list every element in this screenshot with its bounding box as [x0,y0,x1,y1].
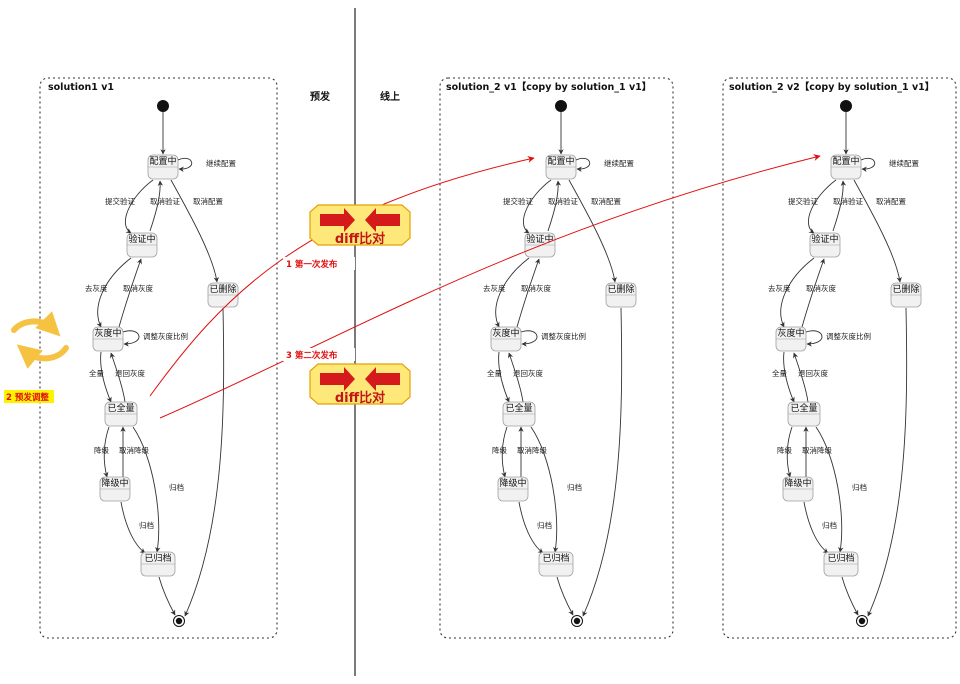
label-downgrade: 降级 [94,445,109,455]
label-adjust-gray-ratio: 调整灰度比例 [541,331,586,341]
state-archived: 已归档 [542,552,569,564]
label-continue-config: 继续配置 [889,158,919,168]
label-archive-from-full: 归档 [852,482,867,492]
second-release-arrow [159,154,821,419]
frame-solution2-v2: solution_2 v2【copy by solution_1 v1】 [722,77,957,639]
state-archived: 已归档 [144,552,171,564]
diff-compare-badge-1: diff比对 [309,204,411,247]
state-machine-solution2-v1: 配置中 验证中 已删除 灰度中 已全量 降级中 已归档 继续配置 提交验证 取消… [483,100,636,627]
state-downgrading: 降级中 [101,477,128,489]
label-to-gray: 去灰度 [85,283,108,293]
label-full: 全量 [487,368,502,378]
state-gray: 灰度中 [777,327,804,339]
cycle-icon [11,311,69,369]
second-release-label: 3 第二次发布 [286,350,338,361]
first-release-arrow [149,155,535,397]
label-downgrade: 降级 [777,445,792,455]
state-gray: 灰度中 [94,327,121,339]
state-configuring: 配置中 [149,155,176,167]
label-cancel-downgrade: 取消降级 [517,445,547,455]
diff-compare-badge-2: diff比对 [309,363,411,406]
state-downgrading: 降级中 [784,477,811,489]
label-rollback-gray: 退回灰度 [115,368,145,378]
label-cancel-verify: 取消验证 [150,196,180,206]
state-deleted: 已删除 [607,283,634,295]
arrow-right-icon [320,367,355,391]
state-configuring: 配置中 [832,155,859,167]
state-full: 已全量 [107,402,134,414]
label-to-gray: 去灰度 [768,283,791,293]
label-rollback-gray: 退回灰度 [513,368,543,378]
label-cancel-config: 取消配置 [591,196,621,206]
frame-solution2-v1: solution_2 v1【copy by solution_1 v1】 [439,77,674,639]
label-cancel-gray: 取消灰度 [521,283,551,293]
state-verifying: 验证中 [526,233,553,245]
label-cancel-downgrade: 取消降级 [119,445,149,455]
release-1-label-bg [283,257,355,270]
diff-label: diff比对 [335,390,385,406]
label-submit-verify: 提交验证 [788,196,818,206]
pre-adjust-label: 2 预发调整 [6,392,49,403]
label-archive-from-full: 归档 [567,482,582,492]
label-adjust-gray-ratio: 调整灰度比例 [143,331,188,341]
frame-title: solution_2 v2【copy by solution_1 v1】 [729,81,934,93]
state-machine-solution2-v2: 配置中 验证中 已删除 灰度中 已全量 降级中 已归档 继续配置 提交验证 取消… [768,100,921,627]
state-archived: 已归档 [827,552,854,564]
label-cancel-gray: 取消灰度 [806,283,836,293]
arrow-right-icon [320,208,355,232]
state-deleted: 已删除 [209,283,236,295]
state-verifying: 验证中 [128,233,155,245]
label-archive-from-downgrading: 归档 [822,520,837,530]
label-cancel-config: 取消配置 [193,196,223,206]
state-deleted: 已删除 [892,283,919,295]
label-downgrade: 降级 [492,445,507,455]
label-submit-verify: 提交验证 [503,196,533,206]
label-cancel-verify: 取消验证 [833,196,863,206]
label-continue-config: 继续配置 [604,158,634,168]
state-machine-solution1-v1: 配置中 验证中 已删除 灰度中 已全量 降级中 已归档 继续配置 提交验证 取消… [85,100,238,627]
state-downgrading: 降级中 [499,477,526,489]
label-to-gray: 去灰度 [483,283,506,293]
state-verifying: 验证中 [811,233,838,245]
frame-title: solution1 v1 [48,82,114,93]
arrow-left-icon [365,208,400,232]
label-continue-config: 继续配置 [206,158,236,168]
first-release-label: 1 第一次发布 [286,259,338,270]
label-cancel-downgrade: 取消降级 [802,445,832,455]
state-configuring: 配置中 [547,155,574,167]
frame-title: solution_2 v1【copy by solution_1 v1】 [446,81,651,93]
pre-adjust-highlight [4,390,54,403]
label-archive-from-downgrading: 归档 [537,520,552,530]
label-submit-verify: 提交验证 [105,196,135,206]
label-cancel-config: 取消配置 [876,196,906,206]
label-adjust-gray-ratio: 调整灰度比例 [826,331,871,341]
label-cancel-gray: 取消灰度 [123,283,153,293]
label-archive-from-full: 归档 [169,482,184,492]
label-full: 全量 [772,368,787,378]
state-full: 已全量 [790,402,817,414]
label-rollback-gray: 退回灰度 [798,368,828,378]
online-label: 线上 [380,90,400,103]
diff-label: diff比对 [335,231,385,247]
label-cancel-verify: 取消验证 [548,196,578,206]
state-full: 已全量 [505,402,532,414]
label-full: 全量 [89,368,104,378]
state-gray: 灰度中 [492,327,519,339]
arrow-left-icon [365,367,400,391]
release-3-label-bg [283,348,355,361]
label-archive-from-downgrading: 归档 [139,520,154,530]
pre-release-label: 预发 [310,90,331,103]
